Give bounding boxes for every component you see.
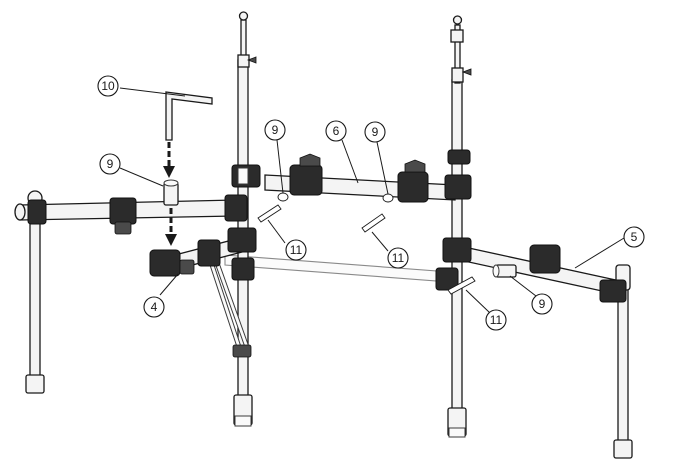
rear-horizontal-pipe xyxy=(224,254,451,283)
hex-wrench xyxy=(165,91,213,141)
callout-11b: 11 xyxy=(387,247,409,269)
assembly-arrows xyxy=(163,142,177,246)
callout-9c: 9 xyxy=(364,121,386,143)
callout-9b-label: 9 xyxy=(272,123,279,137)
callout-10: 10 xyxy=(97,75,119,97)
callout-4: 4 xyxy=(143,296,165,318)
callout-9d-label: 9 xyxy=(539,297,546,311)
joint-pipe-left xyxy=(163,179,179,206)
callout-11b-label: 11 xyxy=(392,251,405,265)
callout-9b: 9 xyxy=(264,119,286,141)
callout-9a-label: 9 xyxy=(107,157,114,171)
callout-11a: 11 xyxy=(285,239,307,261)
callout-10-label: 10 xyxy=(101,79,115,93)
callout-9a: 9 xyxy=(99,153,121,175)
joint-pipe-small xyxy=(277,192,517,278)
clamps xyxy=(27,149,627,303)
callout-6: 6 xyxy=(325,120,347,142)
callout-4-label: 4 xyxy=(151,300,158,314)
bolts xyxy=(257,204,476,295)
callout-5-label: 5 xyxy=(631,230,638,244)
callout-11c: 11 xyxy=(485,309,507,331)
callout-5: 5 xyxy=(623,226,645,248)
right-vertical-post xyxy=(447,15,472,438)
callout-6-label: 6 xyxy=(333,124,340,138)
diagonal-struts xyxy=(209,259,252,358)
callout-9d: 9 xyxy=(531,293,553,315)
callout-9c-label: 9 xyxy=(372,125,379,139)
far-left-leg xyxy=(25,190,45,394)
callout-11a-label: 11 xyxy=(290,243,303,257)
leader-lines xyxy=(119,87,625,314)
callout-11c-label: 11 xyxy=(490,313,503,327)
